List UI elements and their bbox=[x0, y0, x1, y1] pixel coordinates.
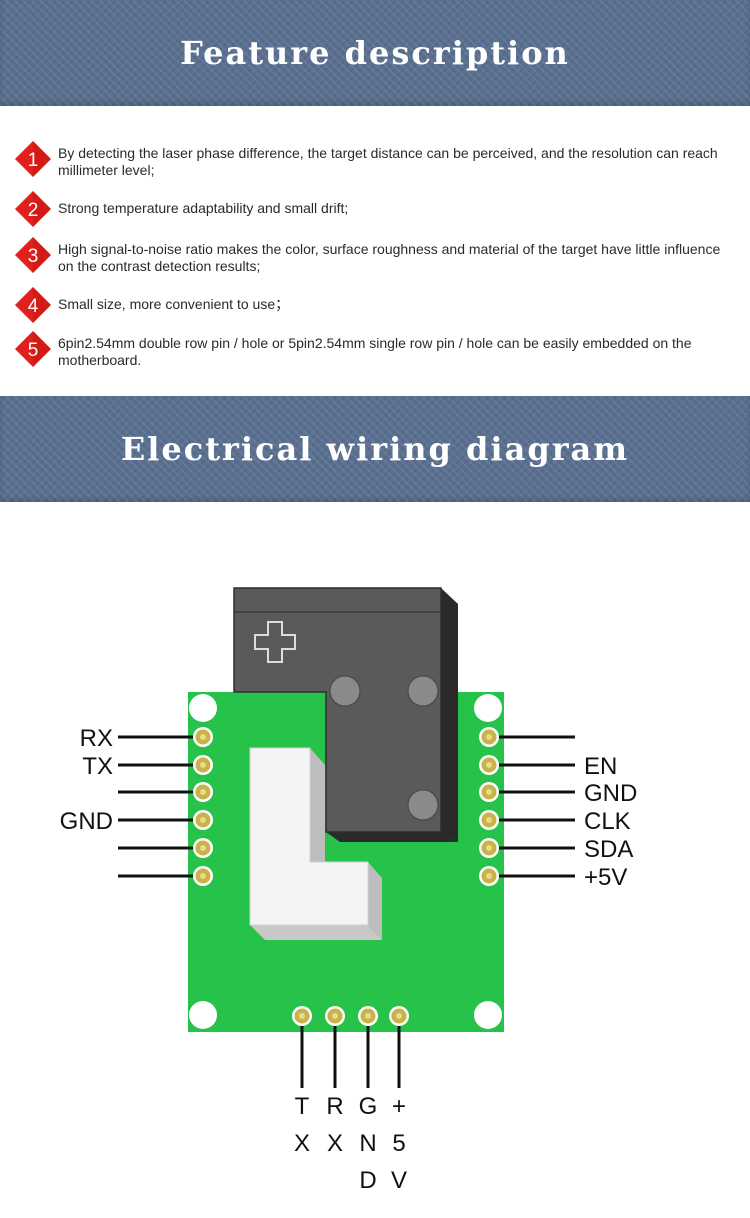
number-badge-icon: 3 bbox=[14, 236, 52, 274]
pin-label: GND bbox=[584, 780, 637, 807]
pin-pad-center bbox=[200, 762, 206, 768]
feature-text: 6pin2.54mm double row pin / hole or 5pin… bbox=[58, 335, 692, 368]
number-badge-icon: 1 bbox=[14, 140, 52, 178]
cross-mark-icon bbox=[254, 621, 296, 663]
mounting-hole bbox=[189, 1001, 217, 1029]
pin-pad-center bbox=[200, 817, 206, 823]
pin-label-char: X bbox=[327, 1130, 343, 1157]
pin-pad-center bbox=[396, 1013, 402, 1019]
pin-pad-center bbox=[486, 734, 492, 740]
svg-text:1: 1 bbox=[28, 150, 39, 171]
pin-pad-center bbox=[200, 789, 206, 795]
pin-label-char: 5 bbox=[392, 1130, 405, 1157]
number-badge-icon: 4 bbox=[14, 286, 52, 324]
svg-text:3: 3 bbox=[28, 246, 39, 267]
pin-pad-center bbox=[486, 762, 492, 768]
pin-pad-center bbox=[200, 873, 206, 879]
number-badge-icon: 5 bbox=[14, 330, 52, 368]
feature-description-title: Feature description bbox=[180, 34, 570, 72]
mounting-hole bbox=[474, 1001, 502, 1029]
pin-label: EN bbox=[584, 753, 617, 780]
feature-description-banner: Feature description bbox=[0, 0, 750, 106]
pin-label-char: G bbox=[359, 1093, 378, 1120]
pin-label-char: X bbox=[294, 1130, 310, 1157]
pin-label: GND bbox=[60, 808, 113, 835]
pin-label-char: T bbox=[295, 1093, 310, 1120]
pin-pad-center bbox=[486, 845, 492, 851]
pin-pad-center bbox=[486, 789, 492, 795]
pin-pad-center bbox=[200, 734, 206, 740]
wiring-diagram-title: Electrical wiring diagram bbox=[120, 430, 630, 468]
laser-sensor-housing bbox=[233, 587, 458, 842]
pin-pad-center bbox=[486, 817, 492, 823]
number-badge-icon: 2 bbox=[14, 190, 52, 228]
feature-text: Strong temperature adaptability and smal… bbox=[58, 200, 349, 216]
pin-label: RX bbox=[80, 725, 113, 752]
feature-text: High signal-to-noise ratio makes the col… bbox=[58, 241, 721, 274]
mounting-hole bbox=[474, 694, 502, 722]
feature-text: By detecting the laser phase difference,… bbox=[58, 145, 718, 178]
pin-label: CLK bbox=[584, 808, 631, 835]
svg-text:2: 2 bbox=[28, 200, 39, 221]
pin-label: SDA bbox=[584, 836, 633, 863]
wiring-diagram-banner: Electrical wiring diagram bbox=[0, 396, 750, 502]
pin-label-char: R bbox=[326, 1093, 343, 1120]
svg-text:5: 5 bbox=[28, 340, 39, 361]
pin-pad-center bbox=[486, 873, 492, 879]
svg-text:4: 4 bbox=[28, 296, 39, 317]
pin-label: TX bbox=[82, 753, 113, 780]
mounting-hole bbox=[189, 694, 217, 722]
pin-pad-center bbox=[299, 1013, 305, 1019]
pin-label-char: N bbox=[359, 1130, 376, 1157]
pin-pad-center bbox=[332, 1013, 338, 1019]
pin-label: +5V bbox=[584, 864, 627, 891]
pin-pad-center bbox=[200, 845, 206, 851]
feature-text: Small size, more convenient to use； bbox=[58, 296, 290, 312]
white-l-component bbox=[249, 747, 382, 940]
pin-label-char: + bbox=[392, 1093, 406, 1120]
pin-pad-center bbox=[365, 1013, 371, 1019]
pin-label-char: V bbox=[391, 1167, 407, 1194]
pin-label-char: D bbox=[359, 1167, 376, 1194]
